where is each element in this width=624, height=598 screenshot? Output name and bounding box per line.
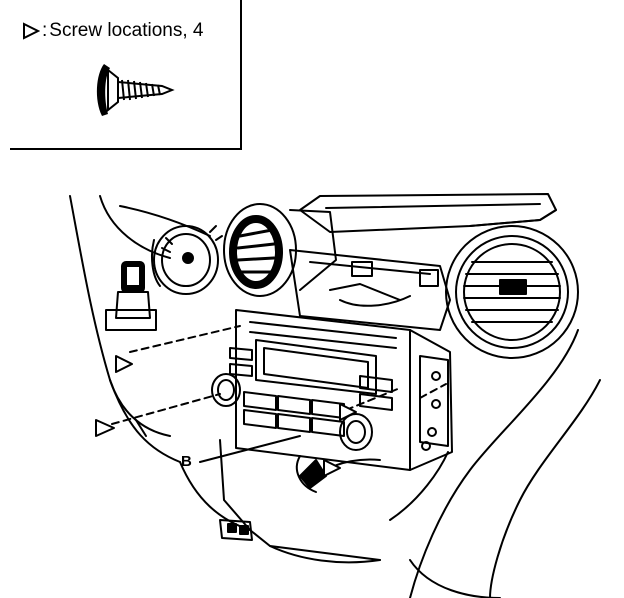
screw-marker-3 bbox=[339, 403, 357, 421]
right-trim bbox=[409, 329, 601, 598]
legend-text: Screw locations, 4 bbox=[49, 20, 204, 41]
screw-leaders bbox=[111, 325, 447, 425]
center-cavity bbox=[289, 249, 451, 331]
volume-knob bbox=[211, 373, 241, 407]
wiring-harness bbox=[295, 455, 381, 493]
left-trim bbox=[69, 195, 211, 463]
legend-label: : Screw locations, 4 bbox=[22, 20, 203, 42]
dashboard-top bbox=[299, 193, 557, 233]
callout-b-leader bbox=[199, 435, 301, 463]
screw-marker-1 bbox=[115, 355, 133, 373]
triangle-marker-icon bbox=[23, 22, 40, 40]
legend-prefix: : bbox=[42, 20, 48, 41]
callout-b-label: B bbox=[181, 453, 192, 470]
audio-unit bbox=[211, 309, 453, 471]
stalk-switch bbox=[105, 261, 157, 331]
tuning-knob bbox=[339, 413, 373, 451]
lower-console bbox=[179, 439, 501, 598]
screw-marker-4 bbox=[323, 459, 341, 477]
left-air-vent bbox=[223, 203, 337, 297]
legend-box: : Screw locations, 4 bbox=[10, 0, 242, 150]
screw-icon bbox=[96, 64, 175, 116]
screw-marker-2 bbox=[95, 419, 115, 437]
gauge-cluster bbox=[151, 225, 223, 295]
right-air-vent bbox=[445, 225, 579, 359]
